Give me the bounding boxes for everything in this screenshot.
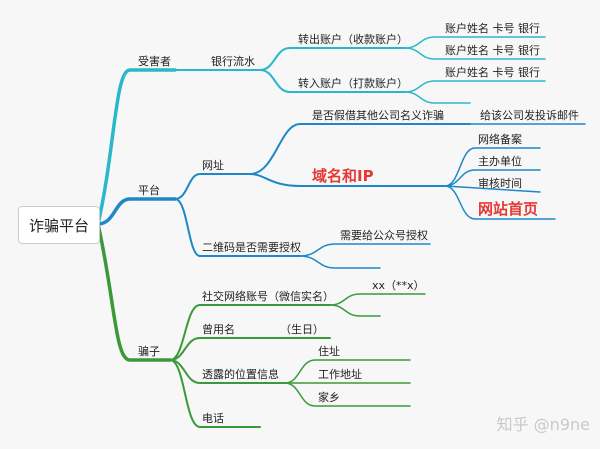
victim-branch-edges [96, 36, 546, 226]
used-name-node: 曾用名 [202, 323, 235, 336]
account-info-node: 账户姓名 卡号 银行 [445, 44, 540, 57]
account-info-node: 账户姓名 卡号 银行 [445, 66, 540, 79]
work-address-node: 工作地址 [318, 368, 362, 381]
website-node: 网址 [202, 159, 224, 172]
scammer-branch-edges [96, 222, 426, 428]
watermark-text: 知乎 @n9ne [496, 415, 590, 434]
qrcode-node: 二维码是否需要授权 [202, 241, 301, 254]
transfer-in-node: 转入账户（打款账户） [298, 77, 408, 90]
home-page-node: 网站首页 [478, 200, 539, 218]
platform-branch-edges [96, 123, 586, 269]
social-example-node: xx（**x） [372, 279, 425, 292]
transfer-out-node: 转出账户（收款账户） [298, 33, 408, 46]
platform-node: 平台 [138, 184, 160, 197]
hometown-node: 家乡 [318, 391, 340, 404]
sponsor-node: 主办单位 [478, 155, 522, 168]
bank-flow-node: 银行流水 [211, 55, 255, 68]
fake-company-node: 是否假借其他公司名义诈骗 [312, 109, 444, 122]
victim-node: 受害者 [138, 55, 171, 68]
scammer-node: 骗子 [138, 345, 160, 358]
root-node: 诈骗平台 [18, 206, 100, 244]
home-address-node: 住址 [318, 345, 340, 358]
icp-node: 网络备案 [478, 133, 522, 146]
official-account-node: 需要给公众号授权 [340, 229, 428, 242]
account-info-node: 账户姓名 卡号 银行 [445, 22, 540, 35]
audit-time-node: 审核时间 [478, 177, 522, 190]
location-node: 透露的位置信息 [202, 368, 279, 381]
watermark: 知乎 @n9ne [497, 411, 590, 435]
phone-node: 电话 [202, 412, 224, 425]
birthday-node: （生日） [280, 323, 324, 336]
complain-node: 给该公司发投诉邮件 [480, 109, 579, 122]
social-account-node: 社交网络账号（微信实名） [202, 290, 334, 303]
domain-ip-node: 域名和IP [312, 167, 374, 185]
